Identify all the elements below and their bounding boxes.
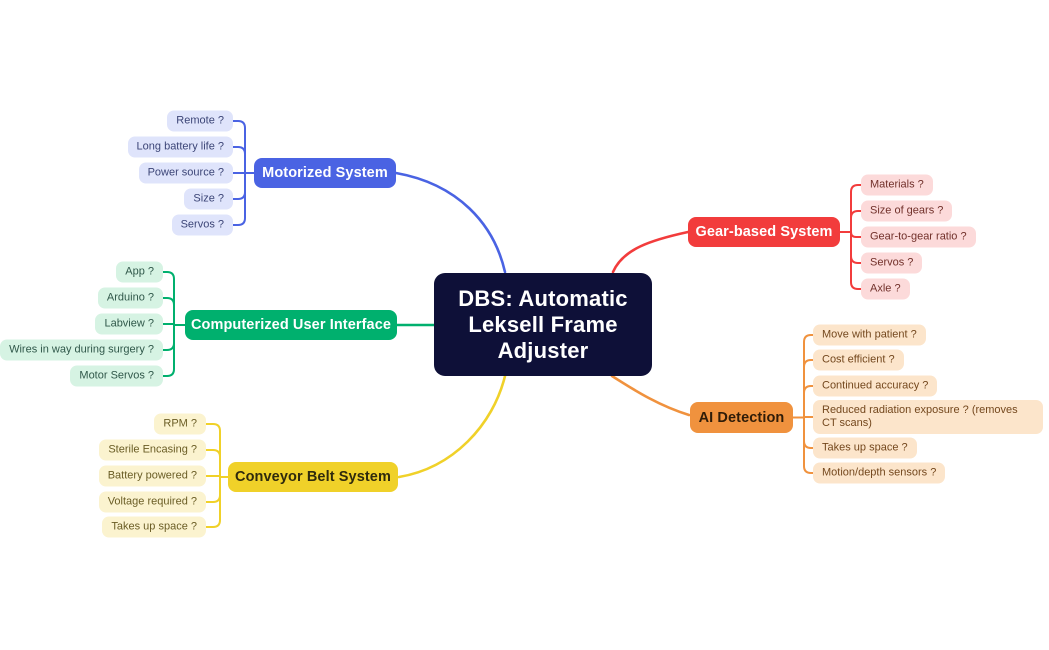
branch-topic-motorized[interactable]: Motorized System [254,158,396,188]
connector-path [205,423,221,478]
child-topic[interactable]: Takes up space ? [102,516,206,538]
connector-path [205,476,221,503]
child-topic[interactable]: Voltage required ? [98,491,206,513]
child-topic[interactable]: Size ? [184,188,233,210]
connector-path [803,416,814,474]
child-topic[interactable]: Axle ? [861,278,910,300]
connector-path [803,385,814,419]
child-topic[interactable]: Power source ? [138,162,233,184]
connector-path [850,184,862,233]
child-topic[interactable]: Gear-to-gear ratio ? [861,226,976,248]
child-topic[interactable]: Arduino ? [97,287,163,309]
child-topic[interactable]: Motor Servos ? [70,365,163,387]
child-topic[interactable]: Long battery life ? [127,136,233,158]
root-topic[interactable]: DBS: Automatic Leksell Frame Adjuster [434,273,652,376]
child-topic[interactable]: Wires in way during surgery ? [0,339,163,361]
connector-path [162,324,175,351]
connector-path [850,210,862,233]
connector-path [232,146,246,174]
child-topic[interactable]: Servos ? [861,252,923,274]
child-topic[interactable]: Cost efficient ? [813,349,904,371]
connector-path [397,374,507,479]
connector-path [611,230,690,274]
child-topic[interactable]: RPM ? [154,413,206,435]
child-topic[interactable]: Materials ? [861,174,933,196]
connector-path [232,120,246,174]
child-topic[interactable]: Move with patient ? [813,324,926,346]
child-topic[interactable]: Labview ? [95,313,163,335]
child-topic[interactable]: Size of gears ? [861,200,953,222]
connector-path [610,374,691,417]
connector-path [232,172,246,226]
child-topic[interactable]: Takes up space ? [813,437,917,459]
connector-path [803,416,814,449]
branch-topic-computerized[interactable]: Computerized User Interface [185,310,397,340]
child-topic[interactable]: Motion/depth sensors ? [813,462,946,484]
connector-path [162,297,175,326]
connector-path [850,231,862,238]
connector-path [803,334,814,419]
connector-path [803,359,814,419]
branch-topic-ai[interactable]: AI Detection [690,402,793,433]
connector-path [205,476,221,528]
child-topic[interactable]: Reduced radiation exposure ? (removes CT… [813,400,1043,434]
connector-path [162,271,175,326]
child-topic[interactable]: Remote ? [167,110,233,132]
connector-path [394,171,507,274]
child-topic[interactable]: Battery powered ? [98,465,206,487]
child-topic[interactable]: Servos ? [171,214,233,236]
child-topic[interactable]: Sterile Encasing ? [99,439,206,461]
connector-path [205,449,221,478]
connector-path [232,172,246,200]
child-topic[interactable]: Continued accuracy ? [813,375,938,397]
branch-topic-gear[interactable]: Gear-based System [688,217,840,247]
child-topic[interactable]: App ? [116,261,163,283]
branch-topic-conveyor[interactable]: Conveyor Belt System [228,462,398,492]
connector-path [162,324,175,377]
connector-path [850,231,862,290]
